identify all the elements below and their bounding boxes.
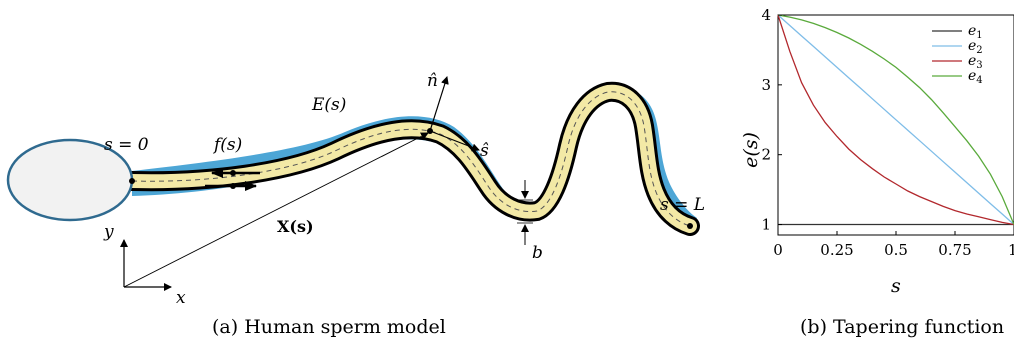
plot-frame [777, 14, 1014, 236]
y-tick-label: 3 [761, 76, 771, 94]
x-tick-label: 1 [1008, 241, 1014, 259]
x-tick-label: 0.5 [884, 241, 908, 259]
label-s-zero: s = 0 [104, 135, 149, 155]
series-line-e2 [777, 14, 1014, 225]
y-tick-label: 4 [761, 6, 771, 24]
label-X-of-s: X(s) [277, 217, 314, 236]
y-axis-label: e(s) [740, 132, 762, 168]
position-vector [123, 132, 429, 288]
label-y-axis: y [103, 222, 114, 242]
label-b: b [532, 243, 543, 263]
flagellum-centerline [131, 91, 691, 227]
y-tick-label: 2 [761, 146, 771, 164]
x-tick-label: 0.25 [820, 241, 853, 259]
flagellum-core-outline [122, 81, 700, 236]
label-n-hat: n̂ [427, 71, 438, 91]
caption-panel-a: (a) Human sperm model [212, 316, 446, 338]
label-s-hat: ŝ [480, 141, 489, 161]
label-s-L: s = L [660, 195, 705, 215]
tail-end-point [687, 223, 693, 229]
tangent-vector [429, 130, 480, 152]
y-tick-label: 1 [761, 216, 771, 234]
normal-vector [429, 76, 449, 132]
label-x-axis: x [176, 288, 186, 308]
x-axis-label: s [891, 275, 901, 297]
x-tick-label: 0.75 [938, 241, 971, 259]
head-junction-point [129, 178, 135, 184]
caption-panel-b: (b) Tapering function [800, 316, 1004, 338]
series-line-e3 [777, 14, 1014, 226]
label-f-of-s: f(s) [212, 135, 242, 155]
series-layer [777, 14, 1014, 226]
flagellum-core [125, 84, 697, 233]
flagellum-sheath [132, 85, 697, 227]
x-tick-label: 0 [773, 241, 783, 259]
filament-point-upper [230, 170, 236, 176]
filament-point-lower [230, 183, 236, 189]
x-tick-layer: 0 0.25 0.5 0.75 1 [773, 231, 1014, 259]
label-E-of-s: E(s) [311, 95, 346, 115]
series-line-e4 [777, 14, 1014, 225]
y-tick-layer: 1 2 3 4 [761, 6, 782, 234]
panel-a-sperm-model: s = 0 f(s) E(s) n̂ ŝ X(s) s = L b y x (a… [6, 71, 705, 338]
